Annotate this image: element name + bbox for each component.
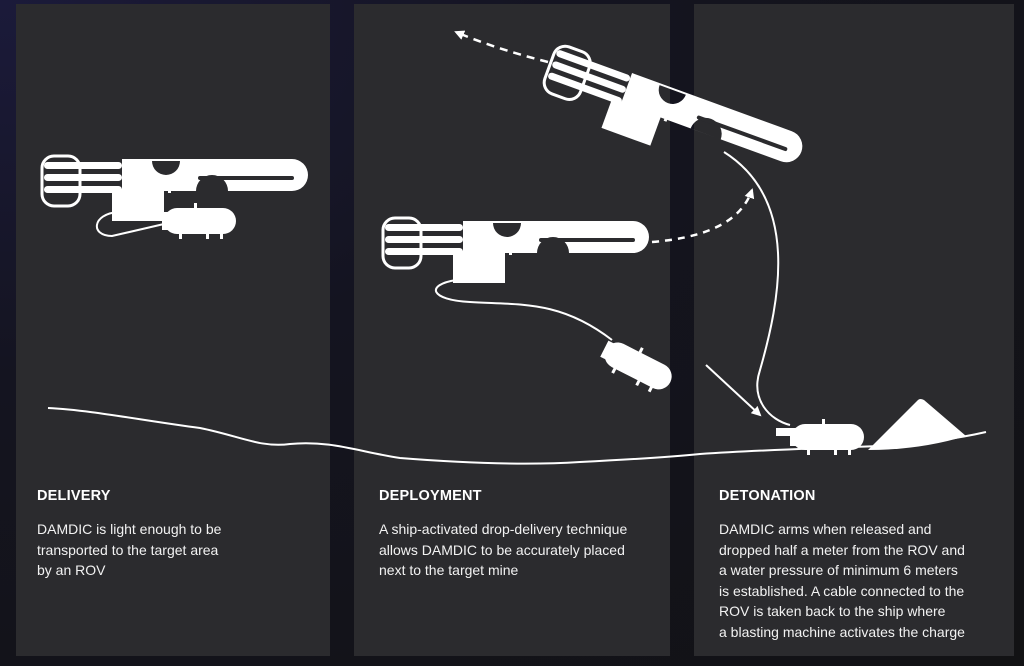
heading-detonation: DETONATION xyxy=(719,488,816,504)
rov-deploying xyxy=(381,188,755,399)
description-line: DAMDIC arms when released and xyxy=(719,521,932,537)
description-line: ROV is taken back to the ship where xyxy=(719,603,946,619)
rov-returning xyxy=(454,30,966,455)
description-line: a water pressure of minimum 6 meters xyxy=(719,562,958,578)
description-delivery: DAMDIC is light enough to be transported… xyxy=(37,519,221,581)
description-line: is established. A cable connected to the xyxy=(719,582,965,599)
description-line: A ship-activated drop-delivery technique xyxy=(379,521,628,537)
panel-detonation xyxy=(694,4,1014,656)
description-line: dropped half a meter from the ROV and xyxy=(719,541,965,558)
description-line: DAMDIC is light enough to be xyxy=(37,521,222,537)
description-line: next to the target mine xyxy=(379,562,519,578)
description-detonation: DAMDIC arms when released and dropped ha… xyxy=(719,519,965,642)
panel-delivery xyxy=(16,4,330,656)
description-deployment: A ship-activated drop-delivery technique… xyxy=(379,519,627,581)
heading-deployment: DEPLOYMENT xyxy=(379,488,482,504)
description-line: by an ROV xyxy=(37,562,106,578)
seabed-line xyxy=(47,407,987,465)
heading-delivery: DELIVERY xyxy=(37,488,111,504)
description-line: transported to the target area xyxy=(37,541,219,558)
target-mine xyxy=(868,399,966,450)
description-line: allows DAMDIC to be accurately placed xyxy=(379,541,625,558)
rov-with-charge xyxy=(40,154,310,239)
description-line: a blasting machine activates the charge xyxy=(719,623,965,640)
